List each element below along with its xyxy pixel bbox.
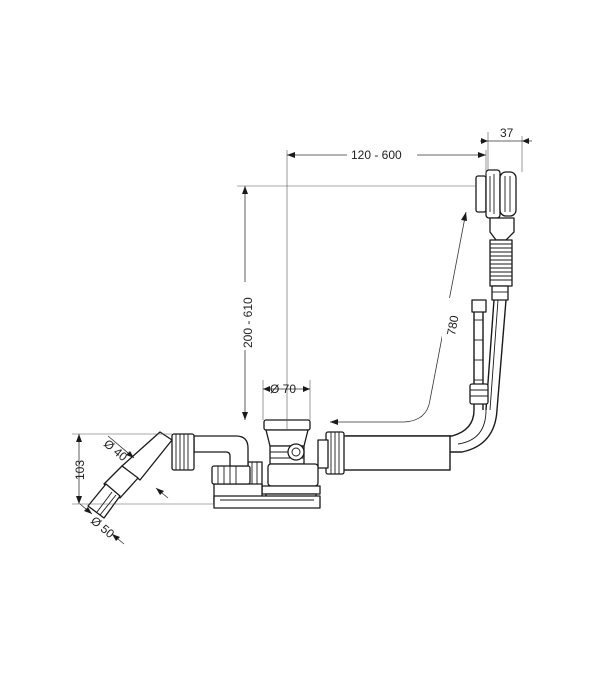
label-120-600: 120 - 600 [351,148,402,162]
elbow-outlet [87,431,249,519]
label-103: 103 [73,460,87,480]
label-diameter-40: Ø 40 [101,437,130,465]
dimension-diameter-40 [107,435,169,499]
label-diameter-50: Ø 50 [88,514,117,542]
overflow-tube [489,217,515,301]
trap-bend [211,465,321,509]
label-200-610: 200 - 610 [241,297,255,348]
dimension-120-600 [286,146,487,430]
overflow-head [475,169,517,219]
cable-tubes [346,299,507,453]
dimension-diameter-70 [262,380,311,420]
horizontal-drain-pipe [317,431,451,475]
dimension-diameter-50 [79,503,125,545]
label-diameter-70: Ø 70 [270,382,296,396]
label-780: 780 [444,314,461,336]
dimension-200-610 [236,185,476,420]
label-37: 37 [500,126,514,140]
dimension-103 [72,433,214,505]
dimension-780 [330,211,467,425]
dimension-37 [480,132,532,172]
